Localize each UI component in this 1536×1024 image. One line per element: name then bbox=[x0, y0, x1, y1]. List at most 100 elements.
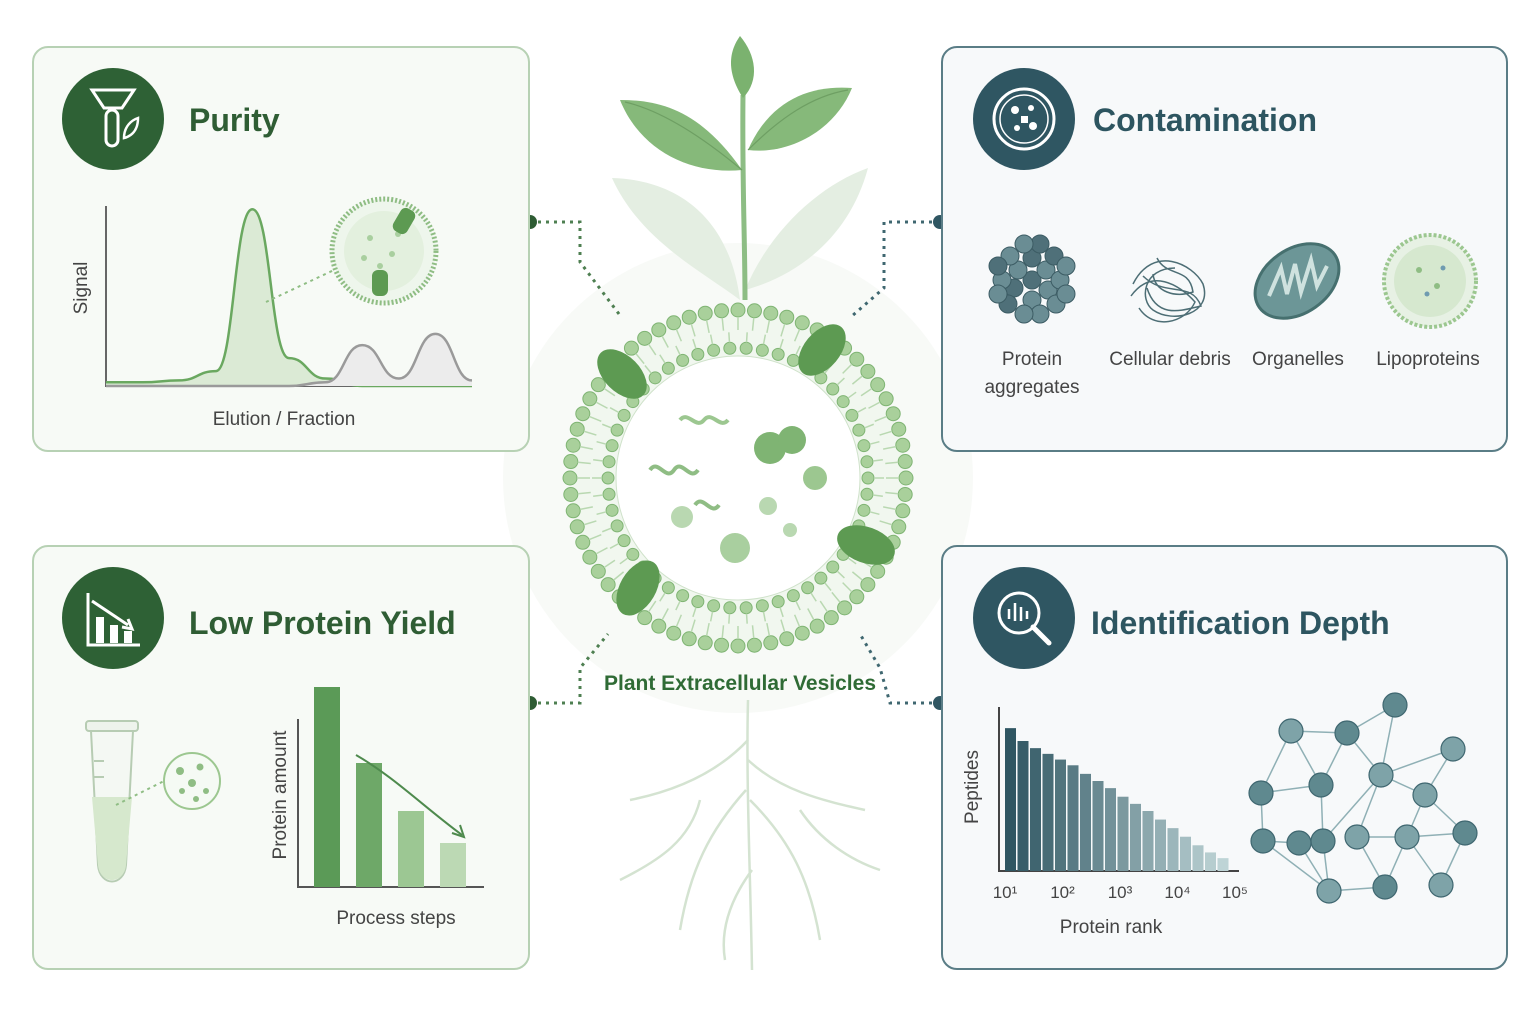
network-node bbox=[1394, 824, 1420, 850]
bar bbox=[1205, 852, 1216, 871]
series-area bbox=[106, 333, 472, 386]
network-edge bbox=[1322, 774, 1382, 842]
network-node bbox=[1250, 828, 1276, 854]
leaf-left-icon bbox=[620, 100, 742, 171]
purity-chart bbox=[105, 196, 473, 388]
bar bbox=[1042, 753, 1054, 871]
leaf-top-icon bbox=[730, 36, 755, 98]
bar bbox=[1005, 728, 1016, 871]
bar bbox=[1117, 796, 1129, 871]
roots-icon bbox=[619, 699, 881, 971]
bar bbox=[1142, 811, 1154, 871]
bar bbox=[398, 811, 424, 887]
tick-label: 10¹ bbox=[992, 883, 1018, 902]
tick-label: 10⁴ bbox=[1164, 883, 1191, 902]
y-axis-label: Protein amount bbox=[270, 730, 291, 860]
tick-label: 10⁵ bbox=[1222, 883, 1248, 902]
bar bbox=[1080, 773, 1091, 871]
bar bbox=[1180, 836, 1191, 871]
network-node bbox=[1248, 780, 1274, 806]
connector-lines bbox=[530, 220, 940, 705]
x-axis-label: Elution / Fraction bbox=[212, 409, 356, 430]
vesicle-cargo bbox=[648, 415, 827, 563]
network-node bbox=[1310, 828, 1336, 854]
contaminant-label: Cellular debris bbox=[1109, 349, 1231, 370]
lipoprotein-icon bbox=[1382, 233, 1478, 329]
tube-illustration bbox=[85, 720, 221, 883]
panel-title: Low Protein Yield bbox=[189, 605, 456, 641]
yield-panel: Low Protein Yield Process steps Protein … bbox=[32, 545, 530, 970]
series-line bbox=[105, 332, 473, 388]
y-axis-label: Signal bbox=[71, 261, 92, 315]
panel-title: Identification Depth bbox=[1091, 605, 1390, 641]
zoom-connector bbox=[265, 269, 335, 303]
plant-stem bbox=[740, 94, 748, 301]
network-node bbox=[1334, 720, 1360, 746]
network-node bbox=[1368, 762, 1394, 788]
bar bbox=[1167, 828, 1179, 871]
panel-title: Purity bbox=[189, 102, 280, 138]
network-node bbox=[1344, 824, 1370, 850]
leaf-right-icon bbox=[748, 87, 852, 151]
bar bbox=[314, 687, 340, 887]
tick-label: 10² bbox=[1050, 883, 1075, 902]
trend-arrow bbox=[355, 754, 463, 836]
contaminant-label: Protein aggregates bbox=[984, 349, 1080, 398]
network-edge bbox=[1380, 748, 1454, 776]
contamination-panel: Contamination Protein aggregates Cellula… bbox=[941, 46, 1508, 452]
membrane-protein-icon bbox=[597, 324, 895, 616]
zoom-circle-icon bbox=[163, 752, 221, 810]
purity-panel: Purity Elution / Fraction Signal bbox=[32, 46, 530, 452]
center-title: Plant Extracellular Vesicles bbox=[604, 672, 876, 695]
bar bbox=[440, 843, 466, 887]
network-node bbox=[1316, 878, 1342, 904]
network-node bbox=[1308, 772, 1334, 798]
bar bbox=[1017, 741, 1029, 871]
protein-network-icon bbox=[1248, 692, 1478, 904]
vesicle bbox=[562, 302, 914, 654]
bar bbox=[1130, 803, 1141, 871]
arrow-head bbox=[451, 824, 466, 839]
bar bbox=[1030, 748, 1041, 871]
network-node bbox=[1452, 820, 1478, 846]
network-edge bbox=[1262, 840, 1330, 892]
bar bbox=[1192, 845, 1204, 871]
test-tube-icon bbox=[85, 720, 139, 883]
vesicle-zoom-icon bbox=[329, 196, 439, 306]
petri-dish-icon bbox=[973, 68, 1075, 170]
identification-panel: Identification Depth Protein rank Peptid… bbox=[941, 545, 1508, 970]
identification-chart bbox=[998, 707, 1239, 872]
faded-leaf-right-icon bbox=[745, 168, 868, 290]
yield-chart bbox=[297, 687, 484, 888]
network-node bbox=[1278, 718, 1304, 744]
network-node bbox=[1412, 782, 1438, 808]
organelle-icon bbox=[1253, 242, 1341, 320]
bar bbox=[1055, 759, 1066, 871]
filter-tube-icon bbox=[62, 68, 164, 170]
contaminant-icons bbox=[988, 233, 1478, 329]
bar bbox=[1217, 858, 1229, 871]
bar bbox=[1155, 819, 1166, 871]
y-axis-label: Peptides bbox=[962, 750, 983, 824]
bar bbox=[356, 763, 382, 887]
magnifier-spectrum-icon bbox=[973, 567, 1075, 669]
network-node bbox=[1382, 692, 1408, 718]
declining-bar-chart-icon bbox=[62, 567, 164, 669]
cellular-debris-icon bbox=[1130, 257, 1206, 323]
network-node bbox=[1286, 830, 1312, 856]
protein-aggregate-icon bbox=[988, 234, 1076, 324]
bar bbox=[1105, 788, 1116, 871]
x-axis-label: Process steps bbox=[336, 908, 456, 929]
tick-label: 10³ bbox=[1107, 883, 1133, 902]
network-node bbox=[1440, 736, 1466, 762]
panel-title: Contamination bbox=[1093, 102, 1317, 138]
bar bbox=[1092, 781, 1104, 871]
network-node bbox=[1428, 872, 1454, 898]
contaminant-label: Lipoproteins bbox=[1376, 349, 1480, 370]
network-node bbox=[1372, 874, 1398, 900]
faded-leaf-left-icon bbox=[612, 178, 740, 300]
x-axis-label: Protein rank bbox=[1059, 917, 1163, 938]
bar bbox=[1067, 765, 1079, 871]
contaminant-label: Organelles bbox=[1252, 349, 1344, 370]
